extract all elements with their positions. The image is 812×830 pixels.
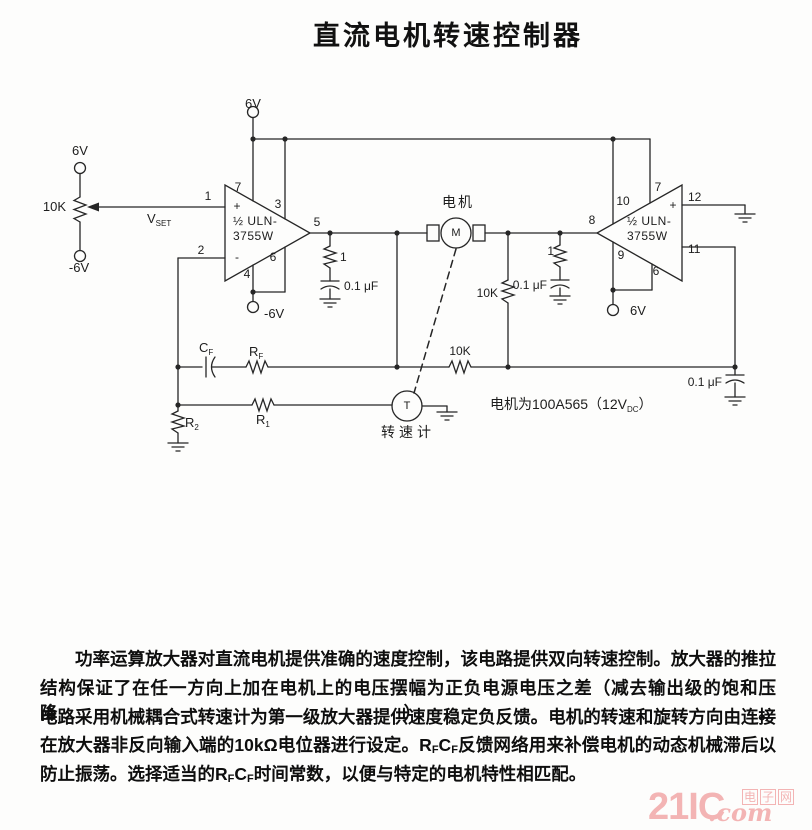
pin-label-6r: 6	[652, 264, 660, 278]
pot-top-supply-label: 6V	[72, 143, 88, 158]
pin-label-12: 12	[688, 190, 702, 204]
left-snubber	[319, 232, 341, 308]
right-snubber-c-label: 0.1 μF	[512, 278, 547, 292]
sense-resistor-label: 10K	[476, 286, 498, 300]
pot-resistor	[72, 196, 88, 223]
right-opamp-name: ½ ULN- 3755W	[627, 214, 672, 243]
motor-letter: M	[451, 227, 461, 239]
left-inverting-minus: -	[235, 250, 239, 264]
left-snubber-r-label: 1	[340, 250, 347, 264]
pin-label-9: 9	[617, 248, 625, 262]
right-snubber	[549, 232, 571, 305]
motor-note: 电机为100A565（12VDC）	[490, 396, 653, 414]
pin-label-1: 1	[204, 189, 212, 203]
right-snubber-r-label: 1	[547, 244, 554, 258]
cap-plate-curved	[320, 285, 340, 290]
circuit-schematic	[72, 105, 756, 452]
output-cap-label: 0.1 μF	[687, 375, 722, 389]
pin-label-4: 4	[243, 267, 251, 281]
left-bottom-supply-label: -6V	[264, 306, 285, 321]
watermark-cn-badge: 电 子 网	[742, 789, 795, 805]
sense-resistor-10k	[499, 232, 517, 368]
feedback-network	[177, 257, 736, 412]
tachometer-branch	[177, 390, 458, 422]
r2-to-ground	[167, 410, 189, 452]
pin-label-3: 3	[274, 197, 282, 211]
snubber-resistor	[551, 244, 569, 268]
page-title: 直流电机转速控制器	[313, 21, 583, 51]
left-snubber-c-label: 0.1 μF	[344, 279, 379, 293]
description-paragraph: 功率运算放大器对直流电机提供准确的速度控制，该电路提供双向转速控制。放大器的推拉…	[40, 646, 776, 790]
r1-label: R1	[256, 412, 270, 429]
cap-plate-curved	[725, 379, 745, 384]
pin-label-11: 11	[688, 242, 701, 256]
motor-brush-left	[426, 224, 440, 242]
paragraph-line: 电路采用机械耦合式转速计为第一级放大器提供速度稳定负反馈。电机的转速和旋转方向由…	[40, 706, 776, 727]
snubber-resistor	[321, 245, 339, 269]
watermark-brand: 21IC	[648, 786, 725, 828]
tachometer-letter: T	[403, 400, 411, 412]
terminal-6v-right	[606, 303, 620, 317]
feedback-10k-resistor	[448, 358, 472, 376]
r2-resistor	[169, 410, 187, 434]
paragraph-line: 在放大器非反向输入端的10kΩ电位器进行设定。RFCF反馈网络用来补偿电机的动态…	[40, 735, 777, 757]
right-opamp	[595, 138, 756, 368]
opamp-triangle	[224, 183, 312, 283]
cap-plate-curved	[550, 284, 570, 289]
opamp-triangle	[595, 183, 683, 283]
pin-label-5: 5	[313, 215, 321, 229]
paragraph-line: 防止振荡。选择适当的RFCF时间常数，以便与特定的电机特性相匹配。	[40, 764, 587, 786]
vset-label: VSET	[147, 211, 172, 228]
pin-label-10: 10	[616, 194, 630, 208]
pin-label-8: 8	[588, 213, 596, 227]
rf-resistor	[245, 358, 269, 376]
pin-label-2: 2	[197, 243, 205, 257]
feedback-10k-label: 10K	[449, 344, 471, 358]
paragraph-line: 结构保证了在任一方向上加在电机上的电压摆幅为正负电源电压之差（减去输出级的饱和压…	[40, 677, 776, 723]
right-bottom-supply-label: 6V	[630, 303, 646, 318]
left-opamp-name: ½ ULN- 3755W	[233, 214, 278, 243]
pin-label-7r: 7	[654, 180, 662, 194]
left-top-supply-label: 6V	[245, 96, 261, 111]
tachometer-label: 转速计	[381, 424, 435, 440]
wiper-arrow	[87, 202, 99, 212]
terminal-6v	[73, 161, 87, 175]
pin-label-7: 7	[234, 180, 242, 194]
pot-value-label: 10K	[42, 199, 66, 214]
r2-label: R2	[185, 415, 199, 432]
watermark-com: .com	[708, 798, 773, 827]
left-noninverting-plus: +	[233, 199, 241, 213]
speed-set-potentiometer	[72, 161, 226, 263]
motor-brush-right	[472, 224, 486, 242]
watermark: 21IC 电 子 网 .com	[648, 786, 812, 830]
motor-label: 电机	[442, 194, 474, 210]
terminal-neg6v	[73, 249, 87, 263]
motor-circle	[440, 217, 472, 249]
right-noninverting-plus: +	[669, 198, 677, 212]
paragraph-line: 功率运算放大器对直流电机提供准确的速度控制，该电路提供双向转速控制。放大器的推拉	[75, 649, 776, 669]
output-filter-cap	[724, 366, 746, 406]
junction-dots	[175, 136, 738, 408]
r1-resistor	[251, 396, 275, 414]
terminal-neg6v-bottom	[246, 300, 260, 314]
rf-label: RF	[249, 344, 264, 361]
mechanical-coupling-dashed-link	[413, 248, 457, 394]
pin-label-6: 6	[269, 250, 277, 264]
pot-bottom-supply-label: -6V	[68, 260, 90, 275]
cf-label: CF	[199, 340, 214, 357]
left-opamp	[177, 105, 651, 314]
